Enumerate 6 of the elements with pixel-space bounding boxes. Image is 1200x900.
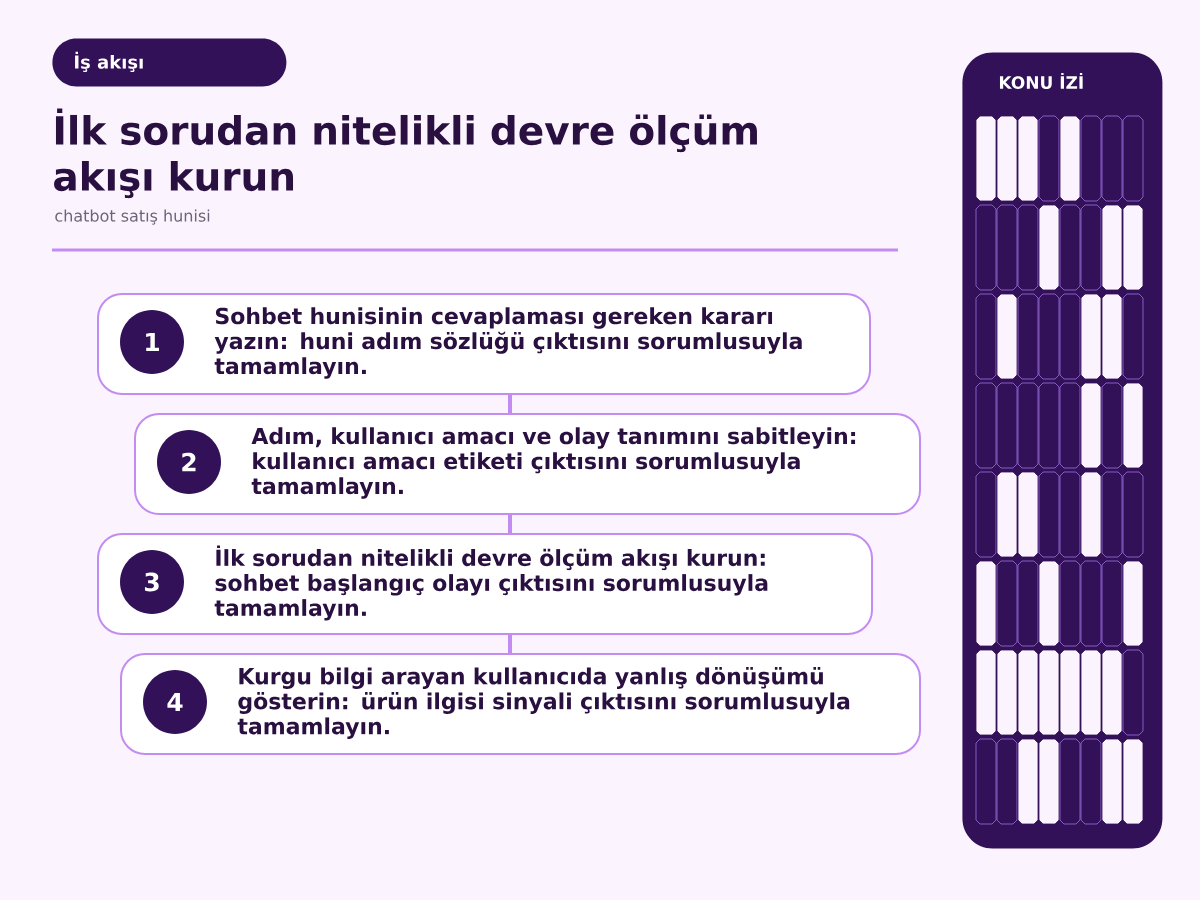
connector-line: [508, 515, 512, 533]
subtitle: chatbot satış hunisi: [55, 209, 210, 225]
tag-pill: İş akışı: [52, 38, 287, 87]
connector-line: [508, 635, 512, 653]
title: İlk sorudan nitelikli devre ölçüm akışı kurun: [54, 108, 757, 199]
connector-line: [508, 395, 512, 413]
